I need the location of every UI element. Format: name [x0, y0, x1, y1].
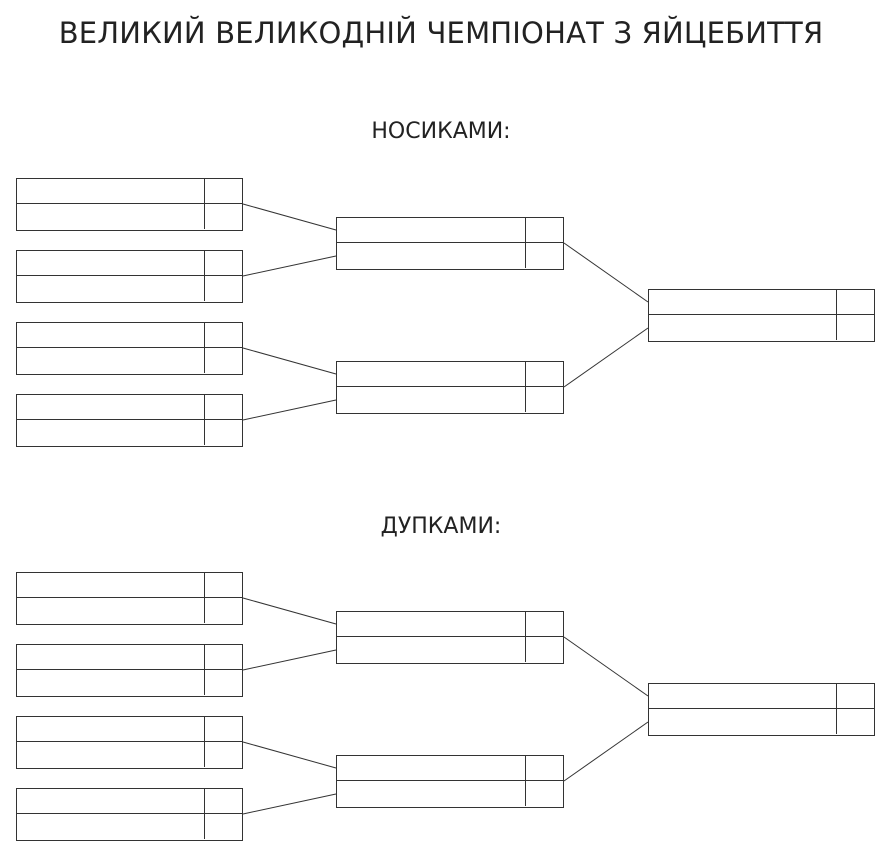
player-score-field[interactable] — [837, 290, 874, 315]
match-final — [648, 683, 875, 736]
player-score-field[interactable] — [205, 717, 242, 742]
player-name-field[interactable] — [649, 315, 837, 340]
player-score-field[interactable] — [526, 387, 563, 412]
player-name-field[interactable] — [17, 179, 205, 204]
player-name-field[interactable] — [17, 789, 205, 814]
player-score-field[interactable] — [205, 420, 242, 445]
player-score-field[interactable] — [837, 315, 874, 340]
player-name-field[interactable] — [337, 387, 526, 412]
player-score-field[interactable] — [205, 323, 242, 348]
player-name-field[interactable] — [337, 218, 526, 243]
player-score-field[interactable] — [837, 684, 874, 709]
player-score-field[interactable] — [526, 612, 563, 637]
bracket-title-butts: ДУПКАМИ: — [380, 514, 502, 539]
connector-line — [563, 327, 649, 388]
connector-line — [563, 242, 649, 303]
player-name-field[interactable] — [17, 323, 205, 348]
match-semifinal-1 — [336, 217, 564, 270]
connector-line — [242, 741, 337, 769]
player-score-field[interactable] — [526, 243, 563, 268]
player-score-field[interactable] — [205, 276, 242, 301]
player-name-field[interactable] — [17, 598, 205, 623]
bracket-butts — [0, 572, 882, 842]
player-name-field[interactable] — [17, 670, 205, 695]
player-name-field[interactable] — [17, 717, 205, 742]
player-score-field[interactable] — [526, 362, 563, 387]
connector-line — [242, 649, 337, 671]
match-semifinal-2 — [336, 755, 564, 808]
player-score-field[interactable] — [526, 218, 563, 243]
player-name-field[interactable] — [337, 612, 526, 637]
match-round1-1 — [16, 572, 243, 625]
player-name-field[interactable] — [649, 290, 837, 315]
player-name-field[interactable] — [649, 709, 837, 734]
match-round1-1 — [16, 178, 243, 231]
bracket-connector-lines — [242, 203, 649, 421]
match-round1-4 — [16, 788, 243, 841]
player-name-field[interactable] — [17, 276, 205, 301]
connector-line — [242, 203, 337, 231]
player-name-field[interactable] — [337, 243, 526, 268]
player-name-field[interactable] — [649, 684, 837, 709]
match-round1-4 — [16, 394, 243, 447]
page-title: ВЕЛИКИЙ ВЕЛИКОДНІЙ ЧЕМПІОНАТ З ЯЙЦЕБИТТЯ — [58, 16, 824, 50]
player-score-field[interactable] — [205, 348, 242, 373]
bracket-noses — [0, 178, 882, 448]
player-score-field[interactable] — [205, 670, 242, 695]
player-name-field[interactable] — [17, 742, 205, 767]
match-round1-2 — [16, 250, 243, 303]
player-score-field[interactable] — [526, 781, 563, 806]
connector-line — [242, 347, 337, 375]
bracket-title-noses: НОСИКАМИ: — [371, 119, 511, 144]
connector-line — [242, 793, 337, 815]
player-name-field[interactable] — [17, 814, 205, 839]
player-score-field[interactable] — [205, 598, 242, 623]
match-round1-2 — [16, 644, 243, 697]
player-name-field[interactable] — [337, 362, 526, 387]
match-final — [648, 289, 875, 342]
connector-line — [563, 721, 649, 782]
player-name-field[interactable] — [17, 420, 205, 445]
connector-line — [242, 255, 337, 277]
player-score-field[interactable] — [526, 637, 563, 662]
player-name-field[interactable] — [337, 637, 526, 662]
match-semifinal-1 — [336, 611, 564, 664]
player-score-field[interactable] — [205, 395, 242, 420]
connector-line — [242, 597, 337, 625]
player-name-field[interactable] — [17, 348, 205, 373]
player-score-field[interactable] — [205, 645, 242, 670]
player-name-field[interactable] — [17, 395, 205, 420]
player-score-field[interactable] — [205, 251, 242, 276]
player-name-field[interactable] — [17, 573, 205, 598]
player-score-field[interactable] — [205, 204, 242, 229]
player-name-field[interactable] — [337, 756, 526, 781]
player-score-field[interactable] — [205, 573, 242, 598]
match-semifinal-2 — [336, 361, 564, 414]
player-score-field[interactable] — [837, 709, 874, 734]
connector-line — [563, 636, 649, 697]
bracket-connector-lines — [242, 597, 649, 815]
player-name-field[interactable] — [17, 251, 205, 276]
connector-line — [242, 399, 337, 421]
player-score-field[interactable] — [205, 179, 242, 204]
match-round1-3 — [16, 716, 243, 769]
player-score-field[interactable] — [205, 814, 242, 839]
match-round1-3 — [16, 322, 243, 375]
player-score-field[interactable] — [526, 756, 563, 781]
player-score-field[interactable] — [205, 742, 242, 767]
player-name-field[interactable] — [337, 781, 526, 806]
player-score-field[interactable] — [205, 789, 242, 814]
player-name-field[interactable] — [17, 645, 205, 670]
player-name-field[interactable] — [17, 204, 205, 229]
